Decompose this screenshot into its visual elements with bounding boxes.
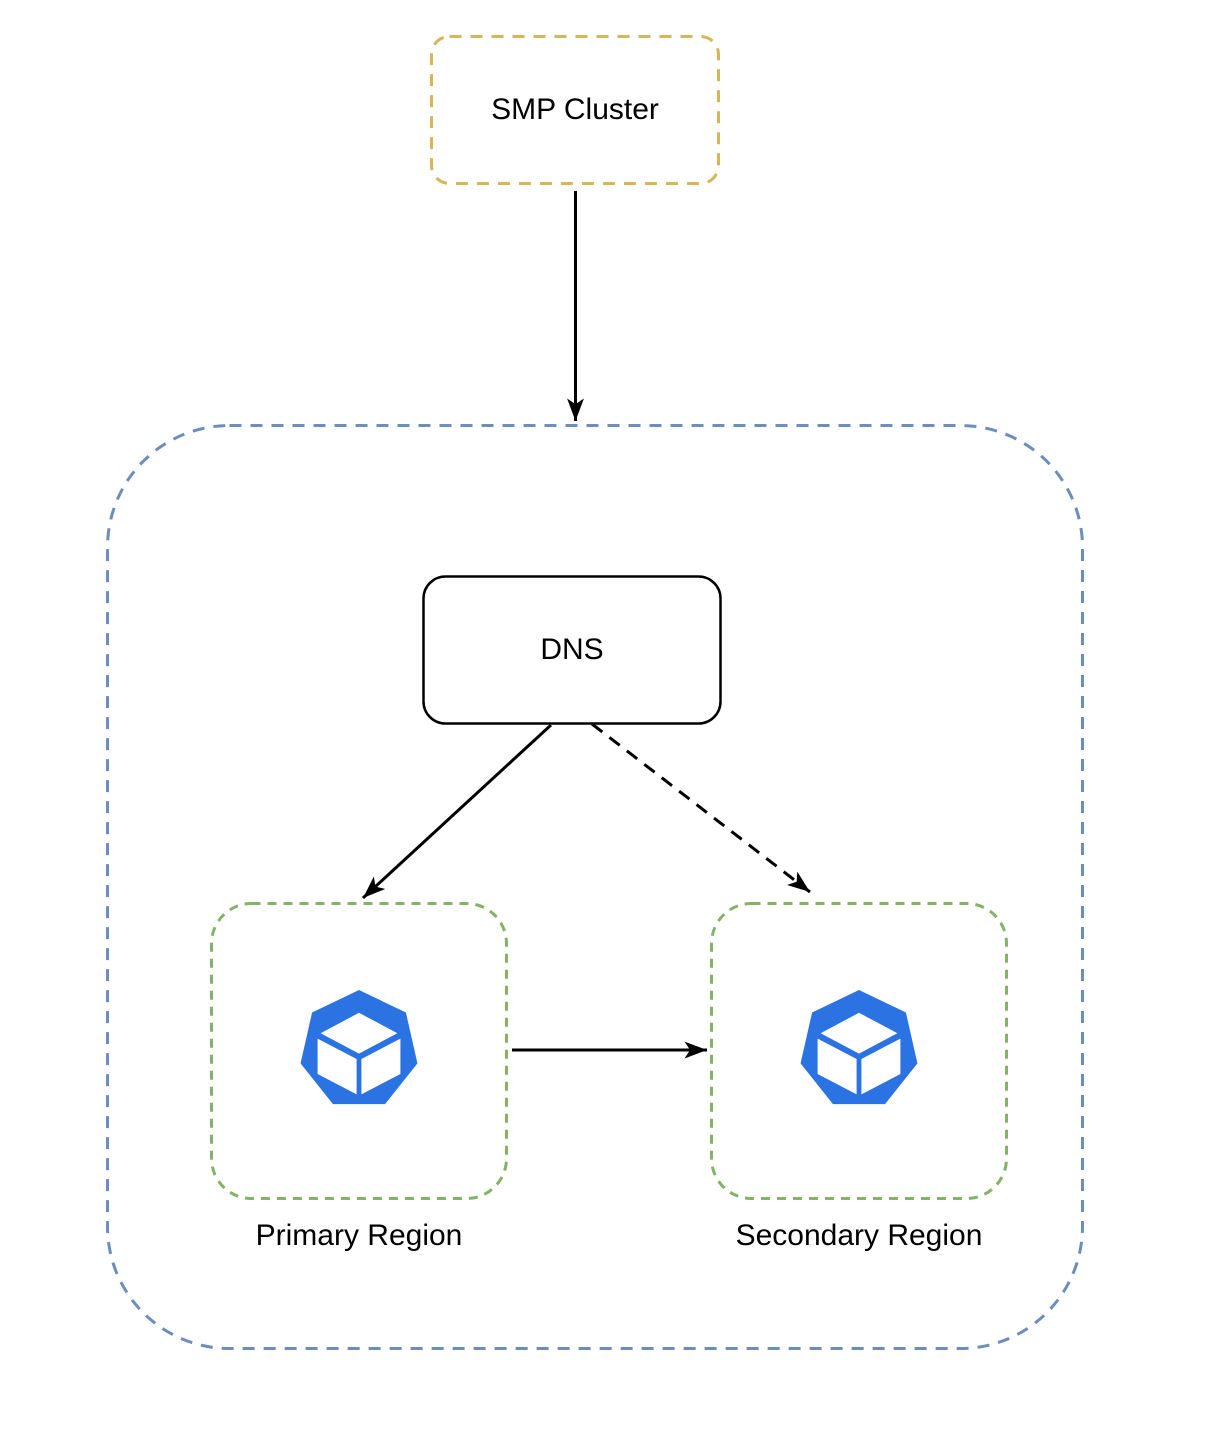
smp-cluster-box [430, 35, 720, 185]
arrow-dns-to-secondary [591, 722, 811, 894]
cube-heptagon-icon [300, 990, 418, 1105]
dns-box [422, 575, 722, 725]
arrow-dns-to-primary [361, 723, 553, 900]
cube-heptagon-icon [800, 990, 918, 1105]
dns-container-box [106, 424, 1084, 1350]
